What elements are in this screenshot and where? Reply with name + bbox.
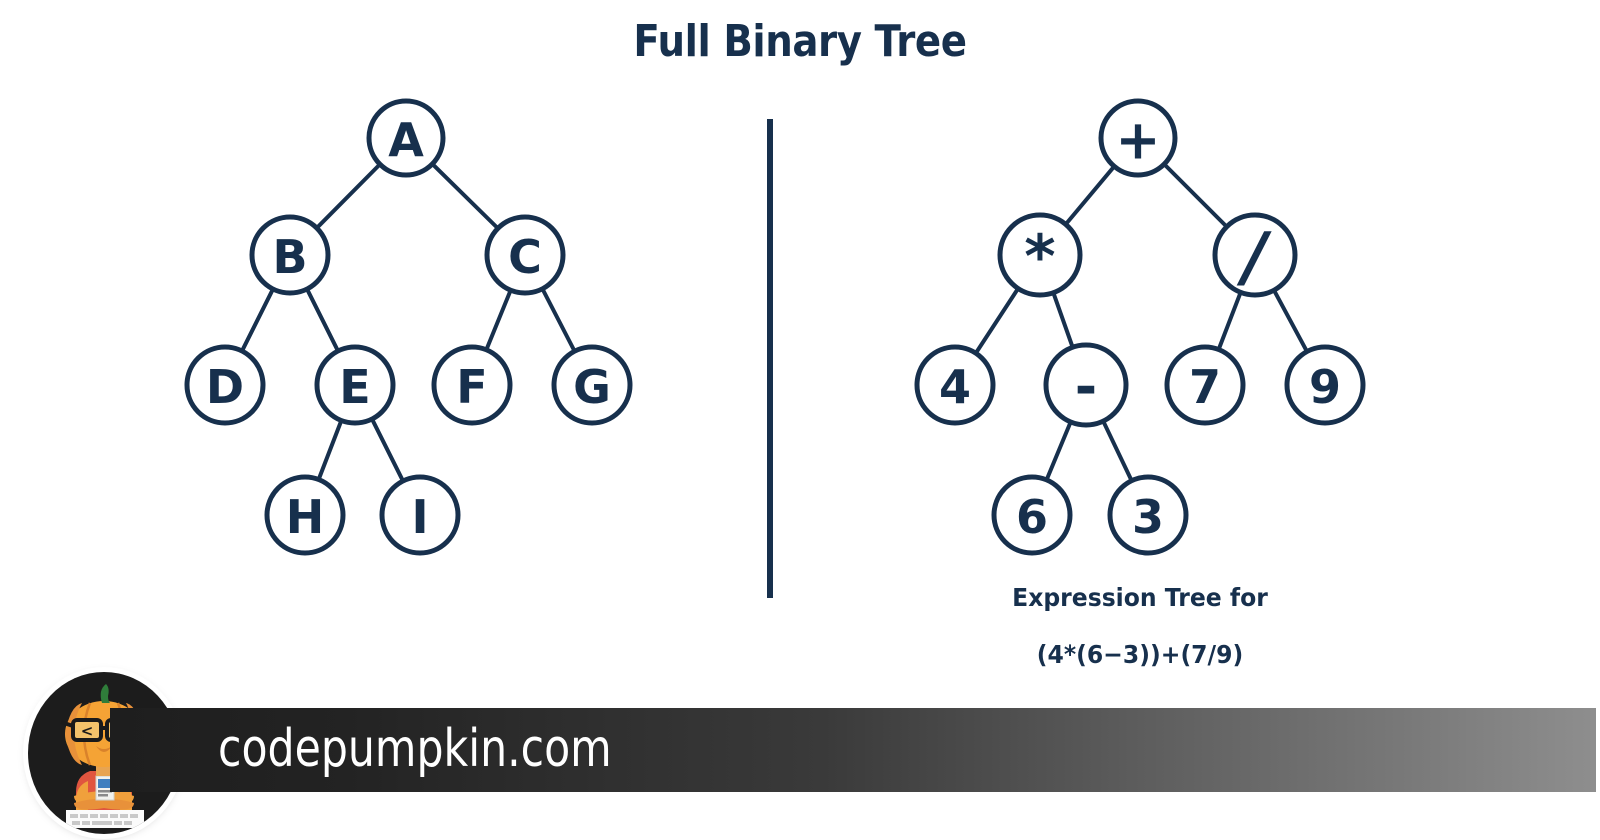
left-tree-node-circle-D: [184, 344, 266, 426]
left-tree-edges: [239, 160, 578, 485]
right-tree-edge-plus-star: [1062, 162, 1118, 228]
right-tree-edge-star-n4: [972, 284, 1022, 357]
left-tree-node-label-C: C: [508, 230, 542, 284]
left-tree-nodes: A B C D E F G H I: [184, 98, 633, 556]
right-tree-node-n9[interactable]: 9: [1284, 344, 1366, 426]
left-tree-node-circle-E: [314, 344, 396, 426]
right-tree-node-label-n3: 3: [1132, 490, 1164, 544]
expression-tree-caption-line2: (4*(6−3))+(7/9): [1036, 640, 1244, 669]
right-tree-node-circle-n6: [991, 474, 1073, 556]
right-tree-node-circle-n9: [1284, 344, 1366, 426]
right-tree-node-circle-n4: [914, 344, 996, 426]
right-tree-nodes: + * / 4 - 7 9 6 3: [914, 98, 1366, 556]
right-tree-edge-minus-n6: [1043, 418, 1074, 484]
left-tree-node-E[interactable]: E: [314, 344, 396, 426]
left-tree-edge-C-G: [539, 285, 578, 355]
right-tree-node-label-minus: -: [1075, 356, 1097, 419]
left-tree-node-label-D: D: [206, 360, 244, 414]
left-tree-edge-B-E: [304, 285, 341, 355]
left-tree-node-label-G: G: [573, 360, 611, 414]
right-tree-node-minus[interactable]: -: [1043, 342, 1129, 428]
svg-text:<: <: [81, 722, 94, 740]
right-tree-node-label-n4: 4: [939, 360, 971, 414]
left-tree-node-label-E: E: [339, 360, 370, 414]
right-tree-node-n7[interactable]: 7: [1164, 344, 1246, 426]
right-tree-node-slash[interactable]: /: [1212, 212, 1298, 298]
left-tree-edge-C-F: [483, 286, 514, 354]
right-tree-node-circle-n7: [1164, 344, 1246, 426]
left-tree-edge-A-C: [428, 160, 502, 232]
expression-tree-caption-line1: Expression Tree for: [1012, 583, 1268, 612]
left-tree-edge-E-H: [315, 416, 345, 484]
left-tree-node-label-I: I: [411, 490, 428, 544]
right-tree-node-circle-star: [997, 212, 1083, 298]
right-tree-node-label-n9: 9: [1309, 360, 1341, 414]
right-tree-node-circle-n3: [1107, 474, 1189, 556]
left-tree-node-I[interactable]: I: [379, 474, 461, 556]
footer-brand-bar: [110, 708, 1596, 792]
left-tree-node-circle-H: [264, 474, 346, 556]
right-tree-edge-slash-n9: [1271, 286, 1310, 356]
left-tree-node-B[interactable]: B: [249, 214, 331, 296]
left-tree-node-circle-F: [431, 344, 513, 426]
left-tree-node-circle-G: [551, 344, 633, 426]
right-tree-edge-slash-n7: [1215, 288, 1244, 354]
left-tree-node-F[interactable]: F: [431, 344, 513, 426]
right-tree-node-star[interactable]: *: [997, 212, 1083, 298]
right-tree-node-circle-slash: [1212, 212, 1298, 298]
right-tree-edges: [972, 160, 1310, 485]
right-tree-node-label-star: *: [1024, 222, 1055, 292]
right-tree-edge-star-minus: [1050, 288, 1076, 352]
left-tree-node-circle-I: [379, 474, 461, 556]
right-tree-node-circle-plus: [1098, 98, 1178, 178]
left-tree-node-G[interactable]: G: [551, 344, 633, 426]
right-tree-node-n3[interactable]: 3: [1107, 474, 1189, 556]
left-tree-edge-A-B: [313, 160, 384, 232]
left-tree-node-circle-A: [366, 98, 446, 178]
right-tree-node-label-plus: +: [1115, 109, 1160, 172]
right-tree-node-label-n6: 6: [1016, 490, 1048, 544]
right-tree-node-n6[interactable]: 6: [991, 474, 1073, 556]
left-tree-node-circle-C: [484, 214, 566, 296]
left-tree-node-H[interactable]: H: [264, 474, 346, 556]
right-tree-node-label-n7: 7: [1189, 360, 1221, 414]
left-tree-node-C[interactable]: C: [484, 214, 566, 296]
right-tree-node-n4[interactable]: 4: [914, 344, 996, 426]
right-tree-edge-plus-slash: [1160, 160, 1231, 231]
right-tree-edge-minus-n3: [1100, 417, 1135, 485]
left-tree-node-circle-B: [249, 214, 331, 296]
left-tree-node-label-A: A: [388, 113, 424, 167]
footer-wordmark[interactable]: codepumpkin.com: [218, 719, 612, 779]
right-tree-node-circle-minus: [1043, 342, 1129, 428]
left-tree-node-D[interactable]: D: [184, 344, 266, 426]
left-tree-node-label-B: B: [272, 230, 307, 284]
page-title: Full Binary Tree: [633, 16, 967, 67]
left-tree-node-label-H: H: [286, 490, 325, 544]
left-tree-node-label-F: F: [456, 360, 487, 414]
left-tree-edge-E-I: [369, 415, 406, 485]
left-tree-node-A[interactable]: A: [366, 98, 446, 178]
right-tree-node-plus[interactable]: +: [1098, 98, 1178, 178]
left-tree-edge-B-D: [239, 285, 276, 355]
